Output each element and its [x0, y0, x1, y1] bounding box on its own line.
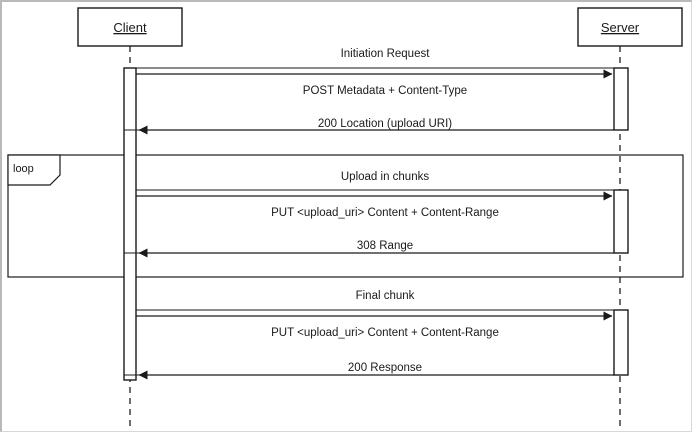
lifeline-box-server[interactable]	[577, 7, 683, 47]
activation-bar-client	[123, 67, 137, 381]
loop-fragment-label: loop	[13, 163, 34, 175]
loop-fragment-tab	[7, 154, 61, 186]
section-header-final-chunk: Final chunk	[356, 290, 415, 302]
message-label-200-response: 200 Response	[348, 362, 422, 374]
lifeline-label-server: Server	[601, 20, 640, 35]
message-label-post-metadata: POST Metadata + Content-Type	[303, 85, 467, 97]
message-label-put-final: PUT <upload_uri> Content + Content-Range	[271, 327, 499, 339]
loop-fragment-border	[7, 154, 684, 278]
lifeline-box-client[interactable]	[77, 7, 183, 47]
activation-bar-server-final	[613, 309, 629, 376]
section-header-upload-chunks: Upload in chunks	[341, 171, 429, 183]
message-label-put-chunk: PUT <upload_uri> Content + Content-Range	[271, 207, 499, 219]
message-label-200-location: 200 Location (upload URI)	[318, 118, 452, 130]
lifeline-label-client: Client	[113, 20, 147, 35]
section-header-initiation: Initiation Request	[341, 48, 431, 60]
activation-bar-server-initiation	[613, 67, 629, 131]
activation-bar-server-chunk	[613, 189, 629, 254]
message-label-308-range: 308 Range	[357, 240, 413, 252]
